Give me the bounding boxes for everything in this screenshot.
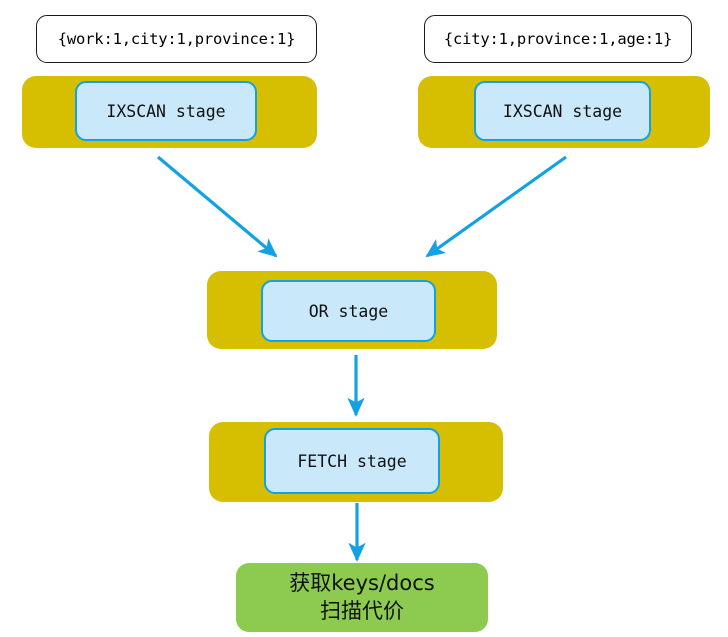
ixscan-stage-right: IXSCAN stage <box>474 81 651 141</box>
result-node: 获取keys/docs 扫描代价 <box>236 563 488 632</box>
index-key-label-right: {city:1,province:1,age:1} <box>424 15 692 63</box>
index-key-label-left: {work:1,city:1,province:1} <box>36 15 317 63</box>
edge-ixscan-right-to-or <box>425 155 567 258</box>
result-line-2: 扫描代价 <box>320 598 404 623</box>
fetch-stage: FETCH stage <box>264 428 440 494</box>
ixscan-stage-left: IXSCAN stage <box>75 81 257 141</box>
or-stage: OR stage <box>261 280 436 342</box>
edge-ixscan-left-to-or <box>156 155 278 258</box>
result-line-1: 获取keys/docs <box>289 570 435 595</box>
